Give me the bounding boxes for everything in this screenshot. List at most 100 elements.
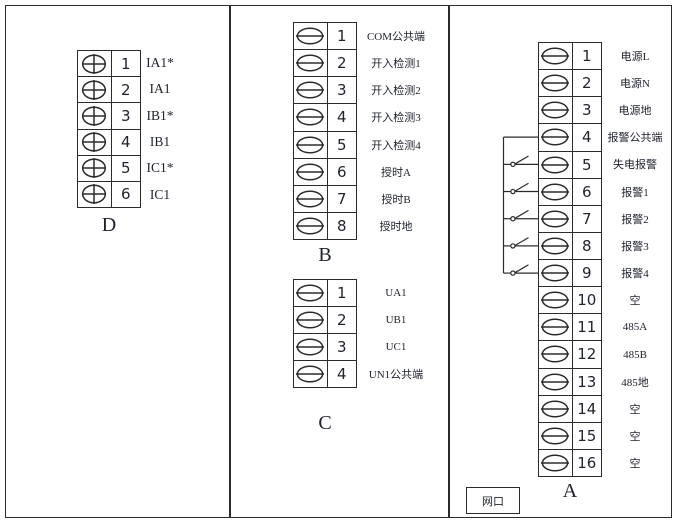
terminal-label: 空 — [629, 404, 641, 417]
screw-plus-icon — [78, 51, 112, 77]
terminal-row: 8 — [294, 211, 356, 239]
terminal-number: 1 — [581, 47, 592, 66]
terminal-row: 5 — [78, 154, 140, 181]
terminal-number: 7 — [336, 189, 347, 208]
terminal-label: IA1* — [146, 55, 174, 71]
terminal-number: 14 — [577, 399, 597, 418]
terminal-label: IC1 — [149, 186, 171, 202]
screw-minus-icon — [539, 260, 573, 287]
terminal-number: 6 — [336, 162, 347, 181]
screw-minus-icon — [539, 341, 573, 368]
screw-minus-icon — [539, 314, 573, 341]
terminal-label: UC1 — [385, 341, 407, 354]
terminal-row: 10 — [539, 286, 601, 314]
terminal-number: 5 — [120, 159, 131, 178]
terminal-row: 5 — [294, 130, 356, 158]
terminal-row: 8 — [539, 231, 601, 259]
terminal-label: 授时A — [381, 166, 411, 179]
screw-minus-icon — [539, 205, 573, 232]
terminal-label: 485A — [622, 321, 648, 334]
terminal-number: 3 — [120, 106, 131, 125]
terminal-number: 6 — [581, 182, 592, 201]
terminal-label: 开入检测3 — [371, 112, 421, 125]
terminal-number: 8 — [336, 216, 347, 235]
terminal-row: 13 — [539, 367, 601, 395]
block-letter: D — [101, 214, 117, 236]
screw-minus-icon — [539, 70, 573, 97]
terminal-row: 4 — [294, 360, 356, 387]
screw-plus-icon — [78, 77, 112, 103]
terminal-label: 电源L — [620, 50, 650, 63]
terminal-label: 空 — [629, 431, 641, 444]
terminal-number: 3 — [581, 101, 592, 120]
terminal-row: 7 — [539, 204, 601, 232]
screw-minus-icon — [294, 104, 328, 131]
relay-contact-blade-icon — [514, 264, 529, 274]
terminal-row: 3 — [539, 96, 601, 124]
terminal-number: 13 — [577, 372, 597, 391]
terminal-number: 1 — [336, 284, 347, 302]
screw-minus-icon — [294, 361, 328, 387]
terminal-number: 12 — [577, 345, 597, 364]
block-letter: A — [562, 480, 578, 502]
terminal-row: 3 — [294, 333, 356, 360]
terminal-row: 1 — [294, 280, 356, 306]
terminal-label: 空 — [629, 458, 641, 471]
terminal-label: 开入检测2 — [371, 85, 421, 98]
terminal-label: UB1 — [385, 313, 407, 326]
terminal-row: 11 — [539, 313, 601, 341]
screw-minus-icon — [539, 287, 573, 314]
terminal-number: 2 — [581, 74, 592, 93]
screw-minus-icon — [539, 422, 573, 449]
screw-minus-icon — [294, 307, 328, 333]
terminal-number: 3 — [336, 338, 347, 356]
screw-minus-icon — [539, 232, 573, 259]
screw-minus-icon — [539, 151, 573, 178]
terminal-label: 报警2 — [621, 213, 649, 226]
terminal-label: 空 — [629, 295, 641, 308]
terminal-number: 10 — [577, 291, 597, 310]
terminal-row: 16 — [539, 448, 601, 476]
terminal-row: 3 — [78, 102, 140, 129]
terminal-row: 2 — [539, 69, 601, 97]
terminal-number: 4 — [336, 365, 347, 383]
terminal-number: 15 — [577, 426, 597, 445]
screw-minus-icon — [294, 280, 328, 306]
terminal-label: 报警公共端 — [607, 132, 663, 145]
terminal-number: 4 — [336, 108, 347, 127]
screw-minus-icon — [539, 368, 573, 395]
relay-contact-blade-icon — [514, 209, 529, 219]
terminal-row: 1 — [294, 23, 356, 50]
relay-contact-blade-icon — [514, 155, 529, 165]
block-letter: C — [318, 412, 332, 434]
terminal-row: 4 — [539, 123, 601, 151]
terminal-label: 报警3 — [621, 240, 649, 253]
terminal-label: IB1 — [149, 134, 171, 150]
terminal-number: 9 — [581, 264, 592, 283]
terminal-row: 6 — [294, 157, 356, 185]
terminal-number: 5 — [336, 135, 347, 154]
screw-minus-icon — [539, 124, 573, 151]
terminal-label: 报警4 — [621, 268, 649, 281]
terminal-label: 报警1 — [621, 186, 649, 199]
terminal-label: 电源N — [620, 77, 650, 90]
screw-plus-icon — [78, 181, 112, 208]
section-divider-right — [448, 5, 450, 518]
terminal-label: 授时地 — [379, 221, 413, 234]
terminal-block-box: 1 2 3 4 — [293, 279, 357, 388]
screw-minus-icon — [294, 334, 328, 360]
screw-minus-icon — [294, 77, 328, 104]
screw-minus-icon — [294, 158, 328, 185]
terminal-row: 3 — [294, 76, 356, 104]
relay-contacts-diagram — [502, 136, 538, 276]
network-port-label: 网口 — [482, 495, 504, 508]
terminal-number: 7 — [581, 209, 592, 228]
terminal-row: 7 — [294, 184, 356, 212]
terminal-number: 2 — [336, 311, 347, 329]
terminal-label: 开入检测4 — [371, 139, 421, 152]
